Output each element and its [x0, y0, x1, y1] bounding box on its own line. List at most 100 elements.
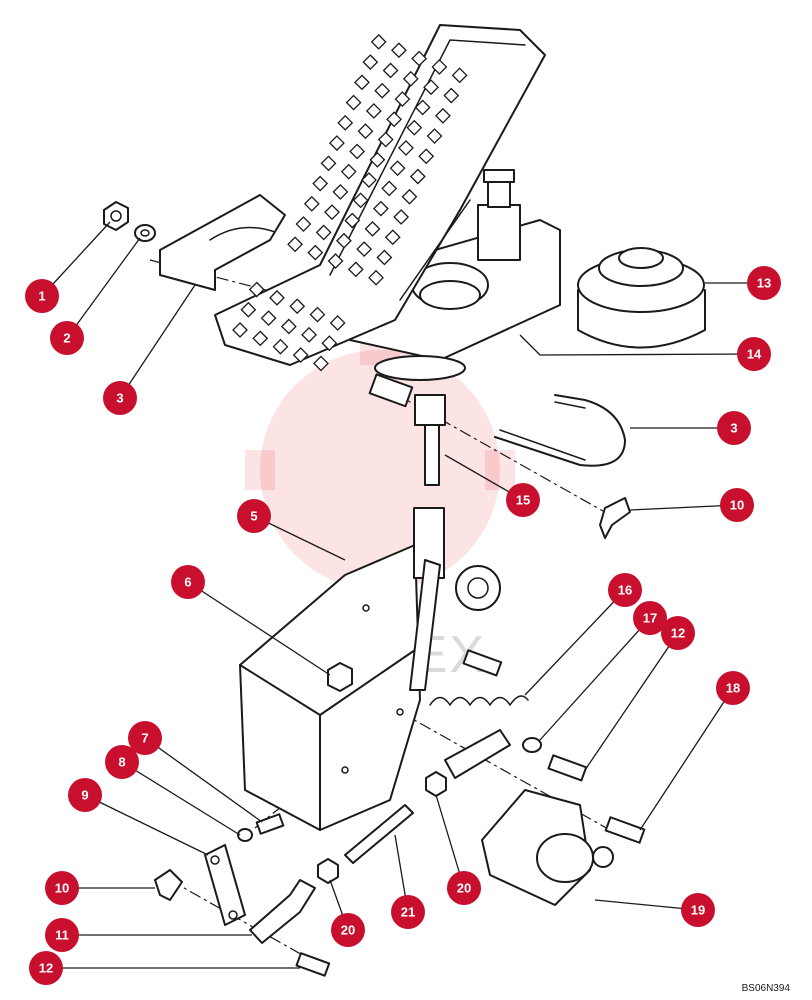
washer-part-17 [522, 737, 542, 753]
callout-5: 5 [237, 499, 271, 533]
callout-8: 8 [105, 745, 139, 779]
mounting-bracket-part-5 [239, 544, 421, 831]
callout-12: 12 [661, 616, 695, 650]
callout-label: 3 [116, 391, 123, 406]
callout-circle [716, 671, 750, 705]
link-pin [368, 373, 414, 408]
pivot-bolt-head [467, 577, 489, 599]
callout-label: 2 [63, 331, 70, 346]
bolt-part-12 [547, 754, 588, 782]
tread-diamond [356, 241, 373, 258]
accelerator-pedal [214, 24, 546, 372]
sensor-shaft [536, 833, 594, 883]
callout-circle [447, 871, 481, 905]
tread-diamond [402, 70, 419, 87]
callout-circle [105, 745, 139, 779]
stud-part-21 [344, 804, 414, 864]
bracket-hole [362, 604, 370, 612]
callout-18: 18 [716, 671, 750, 705]
pedal-bracket [349, 169, 561, 381]
callout-label: 19 [691, 903, 705, 918]
lever-part-11 [249, 879, 316, 944]
tread-diamond [369, 151, 386, 168]
callout-label: 10 [55, 881, 69, 896]
callout-20: 20 [447, 871, 481, 905]
pivot-bolt [455, 565, 501, 611]
hex-nut [103, 201, 129, 231]
callout-11: 11 [45, 918, 79, 952]
leader-12a [584, 632, 679, 771]
callout-circle [29, 951, 63, 985]
tread-diamond [376, 249, 393, 266]
watermark-tooth [245, 450, 275, 490]
callout-circle [25, 279, 59, 313]
callout-19: 19 [681, 893, 715, 927]
u-bolt [494, 394, 626, 467]
bolt [255, 813, 285, 835]
callout-circle [331, 913, 365, 947]
sensor-part-19 [481, 789, 614, 906]
tread-diamond [354, 74, 370, 91]
tread-diamond [370, 33, 387, 50]
tread-diamond [340, 163, 357, 180]
tread-diamond [426, 128, 443, 144]
callout-label: 15 [516, 493, 530, 508]
bracket-bore-inner [419, 280, 481, 310]
u-bolt-thread [499, 401, 586, 461]
tread-diamond [269, 289, 285, 306]
tread-diamond [272, 338, 289, 355]
callout-label: 11 [55, 928, 69, 943]
leader-19 [594, 899, 699, 911]
bracket-hole [341, 766, 349, 774]
tread-diamond [347, 261, 364, 278]
tread-diamond [337, 114, 354, 131]
callout-label: 14 [747, 347, 762, 362]
tread-diamond [389, 160, 406, 177]
leader-18 [639, 687, 734, 831]
tread-diamond [345, 94, 362, 111]
coil-spring [429, 695, 529, 707]
stud-rod [344, 804, 414, 864]
bolt-part-12 [295, 952, 331, 977]
tread-diamond [303, 195, 320, 212]
callout-circle [661, 616, 695, 650]
tread-diamond [329, 315, 346, 331]
bumper-hole [618, 247, 664, 269]
clip-part-10 [599, 497, 631, 539]
tread-diamond [248, 281, 265, 298]
lever [249, 879, 316, 944]
callout-label: 20 [341, 923, 355, 938]
tread-diamond [386, 111, 402, 128]
callout-label: 12 [671, 626, 685, 641]
tread-diamond [393, 209, 410, 225]
callout-label: 3 [730, 421, 737, 436]
callout-circle [391, 895, 425, 929]
clamp-body [159, 194, 286, 291]
callout-circle [737, 337, 771, 371]
callout-label: 18 [726, 681, 740, 696]
tread-diamond [443, 87, 460, 104]
callout-circle [608, 573, 642, 607]
callout-7: 7 [128, 721, 162, 755]
tread-diamond [411, 50, 428, 67]
callout-markers: 1 2 3 3 5 6 7 8 9 10 10 11 12 12 13 14 1… [25, 266, 781, 985]
bolt [547, 754, 588, 782]
hex-nut [327, 662, 353, 692]
tread-diamond [374, 82, 391, 99]
callout-label: 12 [39, 961, 53, 976]
callout-circle [68, 778, 102, 812]
bolt [604, 816, 646, 844]
callout-10: 10 [720, 488, 754, 522]
tread-diamond [328, 135, 345, 151]
nut-part-20 [425, 771, 447, 797]
callout-circle [717, 411, 751, 445]
callout-14: 14 [737, 337, 771, 371]
callout-label: 9 [81, 788, 88, 803]
spring-stud [462, 649, 503, 677]
tread-diamond [381, 180, 398, 197]
callout-circle [506, 483, 540, 517]
callout-2: 2 [50, 321, 84, 355]
callout-1: 1 [25, 279, 59, 313]
clamp-arc [209, 226, 276, 241]
tread-diamond [398, 140, 414, 156]
